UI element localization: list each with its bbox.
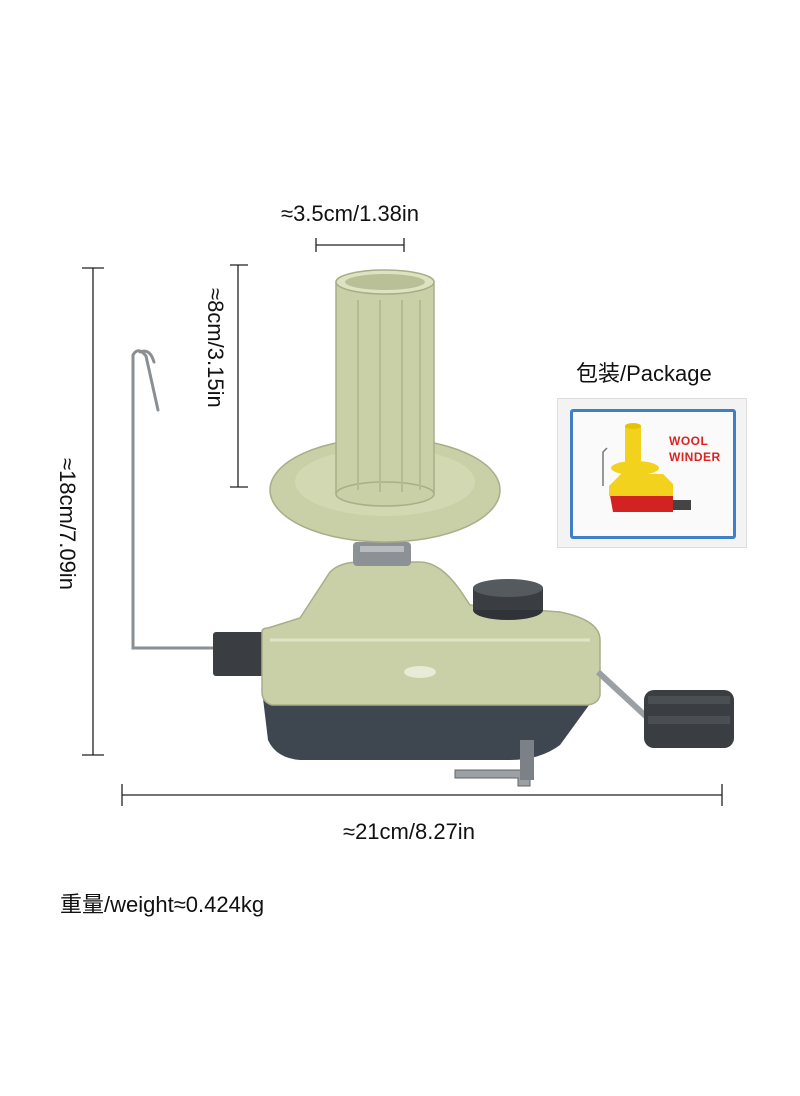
package-box-image: WOOL WINDER [557, 398, 747, 548]
tension-knob [473, 579, 543, 620]
package-winder-icon [602, 423, 691, 512]
spindle [353, 542, 411, 566]
body-highlight [404, 666, 436, 678]
package-label: 包装/Package [576, 361, 712, 386]
table-clamp [454, 769, 531, 787]
top-width-label: ≈3.5cm/1.38in [281, 201, 420, 226]
dark-base [262, 690, 600, 760]
crank-handle [595, 669, 734, 748]
yarn-core [335, 269, 435, 507]
wire-holder [213, 632, 269, 676]
package-text-winder: WINDER [669, 450, 721, 464]
total-height-label: ≈18cm/7.09in [55, 458, 80, 590]
winder-body [261, 561, 601, 706]
dimension-lines [82, 238, 723, 806]
yarn-guide-wire [131, 349, 217, 650]
weight-label: 重量/weight≈0.424kg [60, 892, 265, 917]
total-width-label: ≈21cm/8.27in [343, 819, 475, 844]
package-box-front: WOOL WINDER [570, 409, 736, 539]
package-text-wool: WOOL [669, 434, 709, 448]
clamp-post [520, 740, 534, 780]
core-height-label: ≈8cm/3.15in [203, 288, 228, 408]
